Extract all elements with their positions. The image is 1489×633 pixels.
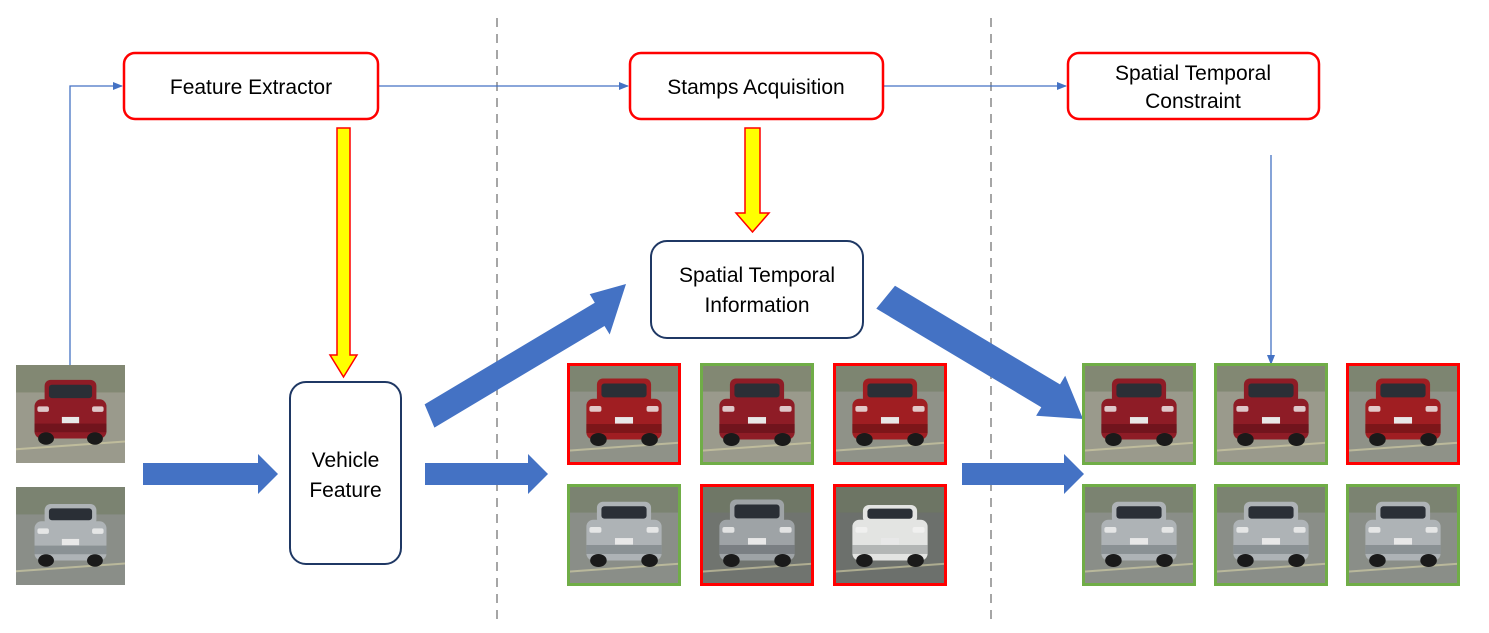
vehicle-graphic [852, 505, 928, 568]
candidate-image-6 [833, 484, 947, 586]
spatial-temporal-information-label-line2: Information [704, 294, 809, 317]
feature-extractor-module: Feature Extractor [122, 51, 380, 121]
query-image-2 [16, 487, 125, 585]
vehicle-feature-label-line1: Vehicle [312, 449, 380, 472]
spatial-temporal-constraint-label-line1: Spatial Temporal [1115, 62, 1271, 85]
query-to-extractor-arrow [69, 82, 123, 365]
filtered-image-3 [1346, 363, 1460, 465]
vehicle-graphic [34, 504, 107, 567]
vehicle-feature-node: Vehicle Feature [289, 381, 402, 565]
vehicle-graphic [719, 499, 795, 568]
stamps-acquisition-label: Stamps Acquisition [667, 76, 844, 99]
vehicle-graphic [1365, 501, 1441, 568]
spatial-temporal-constraint-module: Spatial Temporal Constraint [1066, 51, 1321, 121]
spatial-temporal-information-label-line1: Spatial Temporal [679, 264, 835, 287]
filtered-image-1 [1082, 363, 1196, 465]
spatial-temporal-information-node: Spatial Temporal Information [650, 240, 864, 339]
vehicle-graphic [34, 379, 107, 445]
query-to-feature-flow-arrow [143, 454, 278, 494]
vehicle-graphic [1101, 501, 1177, 568]
info-to-filtered-flow-arrow [876, 285, 1083, 419]
candidate-image-3 [833, 363, 947, 465]
vehicle-graphic [1233, 378, 1309, 447]
candidate-image-5 [700, 484, 814, 586]
vehicle-graphic [586, 501, 662, 568]
extractor-to-feature-yellow-arrow [328, 127, 359, 379]
filtered-image-6 [1346, 484, 1460, 586]
filtered-image-4 [1082, 484, 1196, 586]
filtered-image-2 [1214, 363, 1328, 465]
filtered-image-5 [1214, 484, 1328, 586]
vehicle-graphic [1101, 378, 1177, 447]
spatial-temporal-constraint-label-line2: Constraint [1145, 90, 1241, 113]
vehicle-graphic [1233, 501, 1309, 568]
vehicle-graphic [852, 378, 928, 447]
feature-to-candidates-flow-arrow [425, 454, 548, 494]
query-image-1 [16, 365, 125, 463]
candidate-image-1 [567, 363, 681, 465]
candidates-to-filtered-flow-arrow [962, 454, 1084, 494]
vehicle-graphic [1365, 378, 1441, 447]
stamps-acquisition-module: Stamps Acquisition [628, 51, 885, 121]
vehicle-graphic [719, 378, 795, 447]
stamps-to-info-yellow-arrow [734, 127, 771, 234]
vehicle-feature-label-line2: Feature [309, 479, 381, 502]
candidate-image-4 [567, 484, 681, 586]
feature-to-info-flow-arrow [424, 284, 626, 428]
vehicle-thumbnails [16, 363, 1460, 586]
feature-extractor-label: Feature Extractor [170, 76, 332, 99]
candidate-image-2 [700, 363, 814, 465]
vehicle-graphic [586, 378, 662, 447]
